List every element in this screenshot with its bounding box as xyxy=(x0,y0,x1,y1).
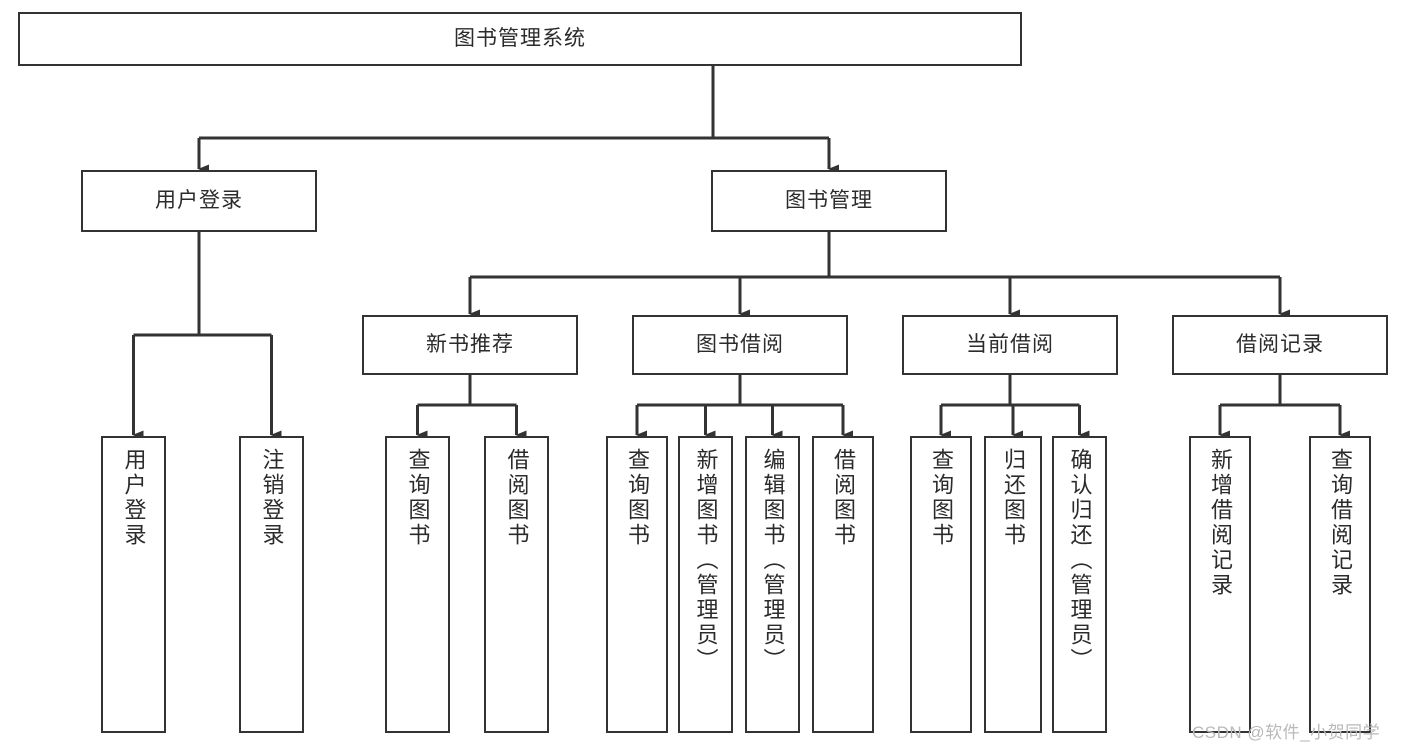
node-leaf-return-book-label: 归还图书 xyxy=(1001,448,1026,548)
node-leaf-query-record[interactable]: 查询借阅记录 xyxy=(1309,436,1371,733)
node-user-login-label: 用户登录 xyxy=(155,188,243,212)
node-leaf-add-record-label: 新增借阅记录 xyxy=(1208,448,1233,598)
node-leaf-borrow-book-1-label: 借阅图书 xyxy=(504,448,530,548)
node-leaf-borrow-book-2-label: 借阅图书 xyxy=(831,448,856,548)
node-book-manage[interactable]: 图书管理 xyxy=(711,170,947,232)
node-leaf-add-book[interactable]: 新增图书（管理员） xyxy=(678,436,733,733)
node-leaf-logout[interactable]: 注销登录 xyxy=(239,436,304,733)
node-leaf-user-login-label: 用户登录 xyxy=(121,448,147,548)
node-borrow-record-label: 借阅记录 xyxy=(1236,332,1324,356)
node-leaf-edit-book-label: 编辑图书（管理员） xyxy=(760,448,786,673)
node-leaf-borrow-book-1[interactable]: 借阅图书 xyxy=(484,436,549,733)
node-leaf-borrow-book-2[interactable]: 借阅图书 xyxy=(812,436,874,733)
node-book-borrow[interactable]: 图书借阅 xyxy=(632,315,848,375)
node-leaf-query-book-3[interactable]: 查询图书 xyxy=(910,436,972,733)
node-leaf-add-record[interactable]: 新增借阅记录 xyxy=(1189,436,1251,733)
node-leaf-confirm-return-label: 确认归还（管理员） xyxy=(1067,448,1093,673)
node-leaf-query-book-1-label: 查询图书 xyxy=(405,448,431,548)
node-leaf-query-book-2-label: 查询图书 xyxy=(625,448,650,548)
csdn-watermark: CSDN @软件_小贺同学 xyxy=(1192,723,1381,742)
node-leaf-edit-book[interactable]: 编辑图书（管理员） xyxy=(745,436,800,733)
node-borrow-record[interactable]: 借阅记录 xyxy=(1172,315,1388,375)
node-current-borrow-label: 当前借阅 xyxy=(966,332,1054,356)
node-book-borrow-label: 图书借阅 xyxy=(696,332,784,356)
node-leaf-query-book-2[interactable]: 查询图书 xyxy=(606,436,668,733)
node-root[interactable]: 图书管理系统 xyxy=(18,12,1022,66)
node-leaf-user-login[interactable]: 用户登录 xyxy=(101,436,166,733)
node-leaf-return-book[interactable]: 归还图书 xyxy=(984,436,1042,733)
node-current-borrow[interactable]: 当前借阅 xyxy=(902,315,1118,375)
node-leaf-query-book-3-label: 查询图书 xyxy=(929,448,954,548)
node-root-label: 图书管理系统 xyxy=(454,26,586,50)
node-new-book-rec[interactable]: 新书推荐 xyxy=(362,315,578,375)
node-leaf-confirm-return[interactable]: 确认归还（管理员） xyxy=(1052,436,1107,733)
node-new-book-rec-label: 新书推荐 xyxy=(426,332,514,356)
node-leaf-add-book-label: 新增图书（管理员） xyxy=(693,448,719,673)
node-leaf-logout-label: 注销登录 xyxy=(259,448,285,548)
node-user-login[interactable]: 用户登录 xyxy=(81,170,317,232)
node-book-manage-label: 图书管理 xyxy=(785,188,873,212)
node-leaf-query-record-label: 查询借阅记录 xyxy=(1328,448,1353,598)
node-leaf-query-book-1[interactable]: 查询图书 xyxy=(385,436,450,733)
